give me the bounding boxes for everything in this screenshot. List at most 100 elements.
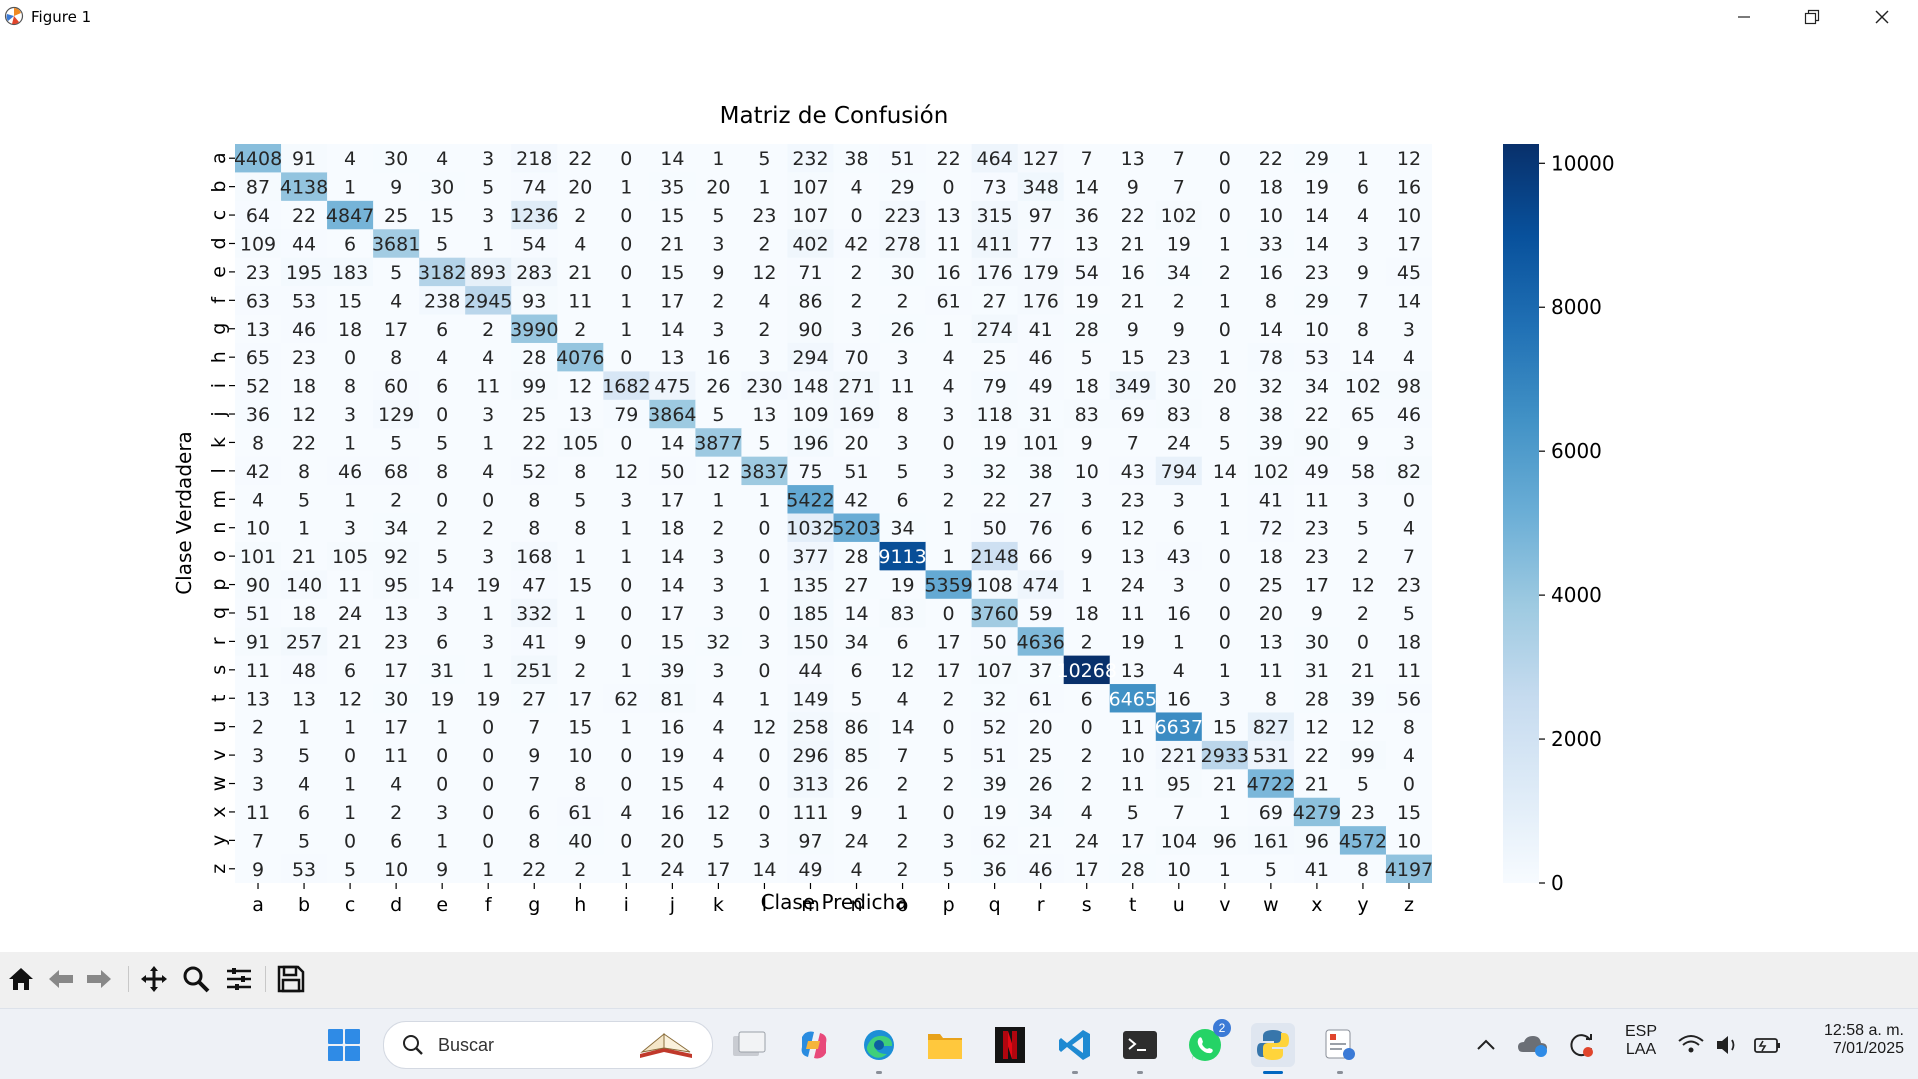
heatmap-cell: [419, 200, 466, 230]
heatmap-cell: [1155, 200, 1203, 230]
heatmap-cell: [1109, 342, 1157, 372]
cell-value-label: 15: [660, 631, 684, 653]
clock[interactable]: 12:58 a. m. 7/01/2025: [1800, 1022, 1904, 1058]
heatmap-cell: [373, 655, 420, 685]
taskbar-task-view[interactable]: [727, 1023, 771, 1067]
heatmap-cell: [465, 854, 512, 883]
heatmap-cell: [419, 712, 466, 742]
minimize-button[interactable]: [1710, 0, 1778, 34]
cell-value-label: 0: [758, 774, 770, 796]
heatmap-cell: [281, 399, 328, 429]
zoom-button[interactable]: [179, 962, 213, 996]
start-button[interactable]: [322, 1023, 366, 1067]
cell-value-label: 176: [977, 262, 1013, 284]
input-language[interactable]: ESP LAA: [1620, 1023, 1662, 1059]
tray-overflow-button[interactable]: [1464, 1023, 1508, 1067]
cell-value-label: 2: [897, 830, 909, 852]
taskbar-snipping-tool[interactable]: [1318, 1023, 1362, 1067]
heatmap-cell: [1109, 371, 1157, 401]
heatmap-cell: [281, 712, 328, 742]
cell-value-label: 3: [897, 347, 909, 369]
cell-value-label: 1: [482, 603, 494, 625]
cell-value-label: 4636: [1016, 631, 1064, 653]
cell-value-label: 2: [1081, 631, 1093, 653]
heatmap-cell: [1201, 286, 1249, 316]
back-button[interactable]: [44, 962, 78, 996]
taskbar-terminal[interactable]: [1118, 1023, 1162, 1067]
cell-value-label: 0: [620, 631, 632, 653]
cell-value-label: 0: [620, 830, 632, 852]
taskbar-edge[interactable]: [857, 1023, 901, 1067]
taskbar-netflix[interactable]: [988, 1023, 1032, 1067]
taskbar-file-explorer[interactable]: [923, 1023, 967, 1067]
cell-value-label: 52: [246, 376, 270, 398]
heatmap-cell: [833, 229, 881, 259]
cell-value-label: 1: [1219, 290, 1231, 312]
heatmap-cell: [373, 854, 420, 883]
cell-value-label: 63: [246, 290, 270, 312]
heatmap-cell: [419, 485, 466, 514]
heatmap-cell: [1063, 144, 1111, 173]
cell-value-label: 4: [850, 177, 862, 199]
heatmap-cell: [603, 172, 650, 202]
cell-value-label: 0: [620, 603, 632, 625]
configure-subplots-button[interactable]: [222, 962, 256, 996]
heatmap-cell: [741, 769, 788, 799]
heatmap-cell: [741, 229, 788, 259]
heatmap-cell: [603, 627, 650, 657]
taskbar-copilot[interactable]: [792, 1023, 836, 1067]
cell-value-label: 58: [1351, 461, 1375, 483]
cell-value-label: 12: [568, 376, 592, 398]
cell-value-label: 18: [292, 376, 316, 398]
heatmap-cell: [833, 826, 881, 856]
heatmap-cell: [1247, 286, 1295, 316]
taskbar-vscode[interactable]: [1053, 1023, 1097, 1067]
close-button[interactable]: [1848, 0, 1916, 34]
cell-value-label: 2933: [1201, 745, 1249, 767]
cell-value-label: 313: [792, 774, 828, 796]
heatmap-cell: [557, 144, 604, 173]
taskbar-python-figure[interactable]: [1251, 1023, 1295, 1067]
home-button[interactable]: [4, 962, 38, 996]
pan-button[interactable]: [137, 962, 171, 996]
taskbar-whatsapp[interactable]: 2: [1183, 1019, 1231, 1067]
cell-value-label: 15: [660, 262, 684, 284]
cell-value-label: 28: [1305, 688, 1329, 710]
heatmap-cell: [787, 456, 834, 486]
cell-value-label: 2: [574, 205, 586, 227]
cell-value-label: 3: [712, 233, 724, 255]
heatmap-cell: [1201, 144, 1249, 173]
heatmap-cell: [1109, 485, 1157, 514]
heatmap-cell: [235, 826, 282, 856]
tray-sync[interactable]: [1559, 1023, 1603, 1067]
heatmap-cell: [1293, 769, 1341, 799]
heatmap-cell: [373, 342, 420, 372]
cell-value-label: 12: [706, 802, 730, 824]
cell-value-label: 2: [1081, 745, 1093, 767]
cell-value-label: 332: [516, 603, 552, 625]
save-button[interactable]: [274, 962, 308, 996]
heatmap-cell: [695, 428, 742, 458]
heatmap-cell: [879, 513, 927, 543]
maximize-button[interactable]: [1778, 0, 1846, 34]
heatmap-cell: [971, 854, 1019, 883]
tray-quick-settings[interactable]: [1675, 1023, 1795, 1067]
cell-value-label: 5: [1403, 603, 1415, 625]
heatmap-cell: [925, 655, 973, 685]
cell-value-label: 3681: [372, 233, 420, 255]
tray-onedrive[interactable]: [1511, 1023, 1555, 1067]
heatmap-cell: [1155, 826, 1203, 856]
cell-value-label: 1: [574, 603, 586, 625]
cell-value-label: 41: [522, 631, 546, 653]
heatmap-cell: [1293, 712, 1341, 742]
heatmap-cell: [741, 797, 788, 827]
heatmap-cell: [281, 172, 328, 202]
x-tick-label: h: [574, 894, 586, 916]
cell-value-label: 83: [1075, 404, 1099, 426]
forward-button[interactable]: [82, 962, 116, 996]
taskbar-search-box[interactable]: Buscar: [383, 1021, 713, 1069]
heatmap-cell: [1247, 740, 1295, 770]
heatmap-cell: [649, 428, 696, 458]
cell-value-label: 7: [897, 745, 909, 767]
